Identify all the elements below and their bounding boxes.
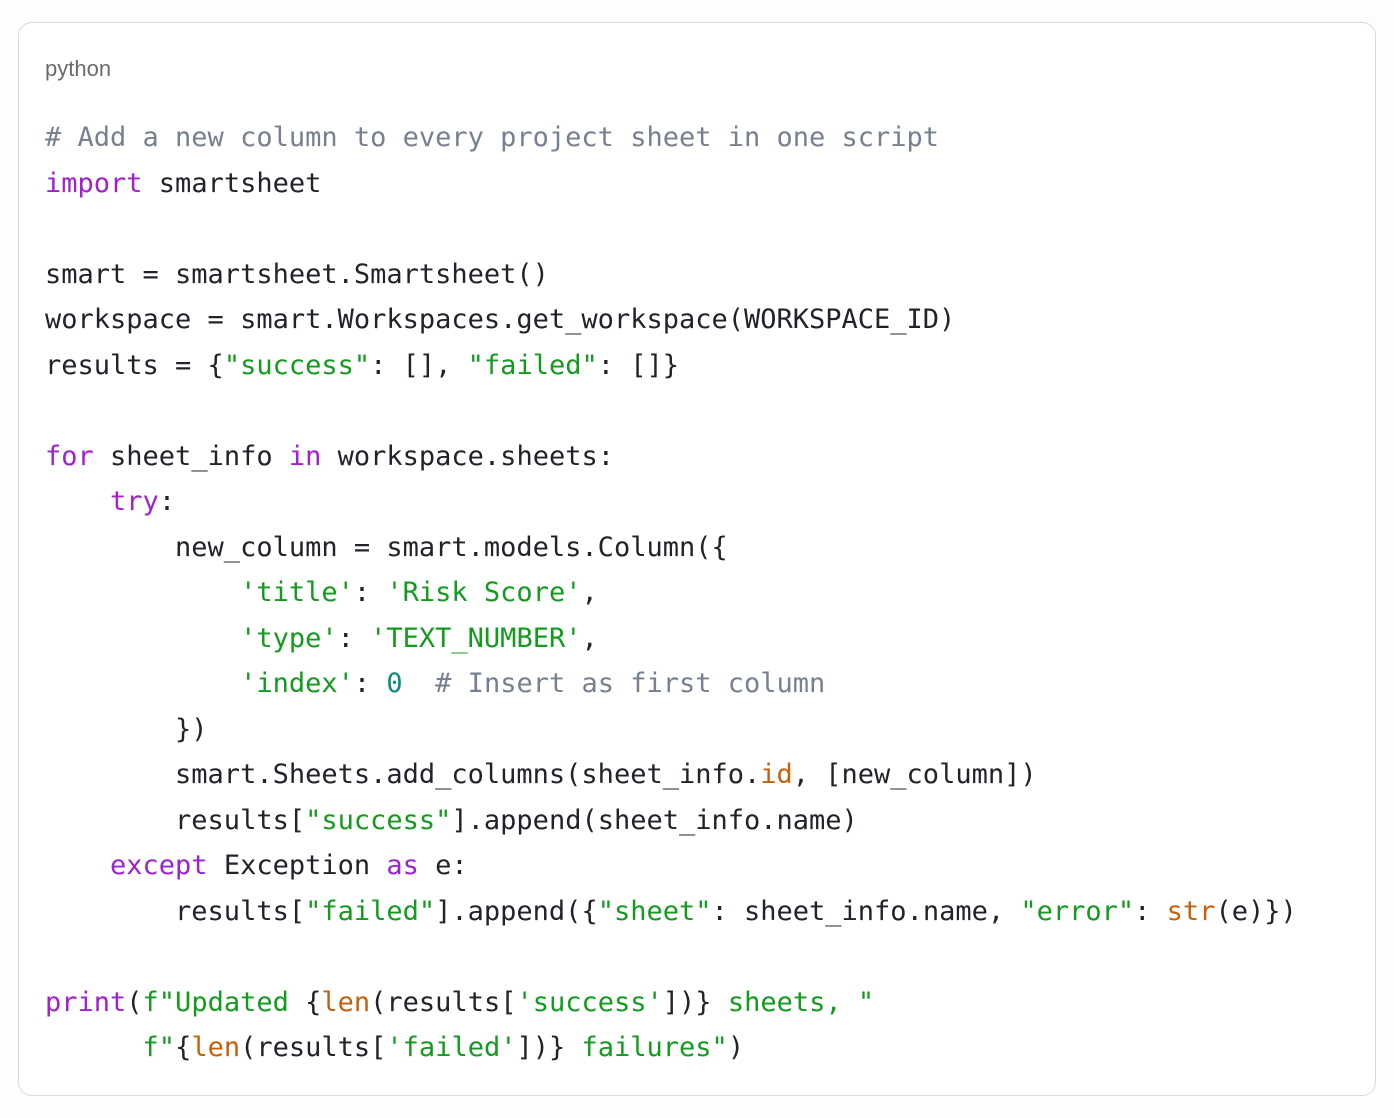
code-token: len [191,1032,241,1063]
code-token: try [110,486,159,517]
code-line: # Add a new column to every project shee… [45,115,1375,161]
code-token: }) [45,713,208,745]
code-token: , [581,577,598,608]
code-token: f"Updated [142,986,306,1018]
code-token: ) [727,1032,745,1063]
code-line: results["failed"].append({"sheet": sheet… [45,889,1375,935]
code-token: id [760,759,793,790]
code-token: workspace = smart.Workspaces.get_workspa… [45,304,956,335]
code-token: (results[ [240,1032,387,1063]
code-line: results["success"].append(sheet_info.nam… [45,798,1375,844]
code-token: { [305,986,322,1018]
code-token: , [581,622,598,654]
code-token: { [175,1032,192,1063]
code-token: ].append(sheet_info.name) [451,804,858,836]
code-token: smart.Sheets.add_columns(sheet_info. [45,759,761,790]
code-line: smart.Sheets.add_columns(sheet_info.id, … [45,752,1375,798]
code-line [45,206,1375,252]
code-token: smart = smartsheet.Smartsheet() [45,258,549,290]
code-token [45,577,240,608]
code-line: workspace = smart.Workspaces.get_workspa… [45,297,1375,343]
code-line: 'index': 0 # Insert as first column [45,661,1375,707]
code-line: print(f"Updated {len(results['success'])… [45,980,1375,1026]
code-token: "error" [1020,895,1135,927]
code-token: : [353,668,387,699]
code-token: new_column = smart.models.Column({ [45,531,728,563]
code-content: # Add a new column to every project shee… [45,115,1375,1071]
code-token: # Add a new column to every project shee… [45,122,940,153]
code-token: print [45,986,127,1018]
code-token: Exception [207,850,387,881]
code-token: for [45,440,94,472]
code-token: 'success' [516,986,663,1018]
code-token [45,623,240,654]
code-token: failures" [581,1032,728,1063]
code-token: : [353,577,387,608]
code-token: results[ [45,895,306,927]
code-line [45,388,1375,434]
code-token [45,668,240,699]
code-line: 'type': 'TEXT_NUMBER', [45,616,1375,662]
code-token: (results[ [370,986,517,1018]
code-token [45,486,110,517]
code-token: 'failed' [386,1032,517,1063]
code-token: ])} [516,1032,582,1063]
code-token: , [new_column]) [792,759,1037,790]
code-token: (e)}) [1215,895,1297,927]
code-line: f"{len(results['failed'])} failures") [45,1025,1375,1071]
code-token: 'title' [240,577,354,608]
code-token: smartsheet [142,167,322,199]
code-token: 'index' [240,668,354,699]
code-token: # Insert as first column [435,668,826,699]
code-token: as [386,850,419,881]
code-token: : [], [370,349,468,381]
code-token: 'type' [240,622,338,654]
code-line: 'title': 'Risk Score', [45,570,1375,616]
code-token [45,850,110,881]
code-token: "failed" [305,895,436,927]
code-line: }) [45,707,1375,753]
code-token: 'TEXT_NUMBER' [370,622,582,654]
code-token: ].append({ [435,895,598,927]
code-token: sheet_info [93,440,289,472]
code-token [45,1032,143,1063]
code-token: in [288,440,322,472]
code-block-card: python # Add a new column to every proje… [18,22,1376,1096]
code-token: : [1134,895,1167,927]
code-line: import smartsheet [45,161,1375,207]
code-line: except Exception as e: [45,843,1375,889]
code-token: results[ [45,804,306,836]
code-token: 0 [386,668,403,699]
code-token: e: [418,850,468,881]
code-token: import [45,167,143,199]
code-token: str [1166,895,1216,927]
code-line: try: [45,479,1375,525]
code-line: results = {"success": [], "failed": []} [45,343,1375,389]
code-token: : [337,622,371,654]
code-token: "success" [305,804,452,836]
code-token: len [321,986,371,1018]
code-token: workspace.sheets: [321,440,614,472]
code-token: : []} [597,349,679,381]
code-token: results = { [45,349,224,381]
code-token: : sheet_info.name, [711,895,1021,927]
code-token: f" [142,1032,176,1063]
code-line: new_column = smart.models.Column({ [45,525,1375,571]
code-token: "success" [223,349,371,381]
language-label: python [45,56,112,81]
code-token [403,668,436,699]
code-token: "sheet" [597,895,712,927]
code-token: : [158,486,176,517]
code-token: ])} [662,986,728,1018]
code-token: 'Risk Score' [386,577,582,608]
code-line: smart = smartsheet.Smartsheet() [45,252,1375,298]
code-token: "failed" [467,349,598,381]
code-token: except [110,850,208,881]
code-token: sheets, " [727,986,875,1018]
code-token: ( [126,986,143,1018]
code-line: for sheet_info in workspace.sheets: [45,434,1375,480]
code-line [45,934,1375,980]
